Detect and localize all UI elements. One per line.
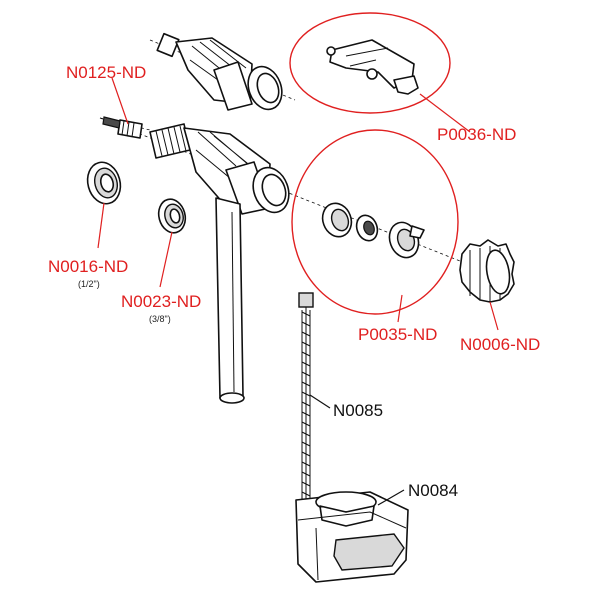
n0006-leader [489,301,499,331]
part-p0035-internals [321,202,425,259]
part-n0023-gasket [157,198,187,234]
n0085-leader [309,394,331,409]
label-p0035: P0035-ND [358,325,437,344]
part-n0006-nut [459,239,515,303]
part-p0036-lever [326,39,419,95]
label-n0023-size: (3/8") [149,314,171,324]
label-n0084: N0084 [408,481,458,500]
p0035-leader [397,294,403,323]
part-n0084-float [295,491,409,583]
label-n0085: N0085 [333,401,383,420]
p0036-group-circle [289,12,451,114]
n0084-leader [377,489,405,506]
label-n0016-size: (1/2") [78,279,100,289]
label-p0036: P0036-ND [437,125,516,144]
n0016-leader [97,202,105,249]
main-valve-body [99,117,471,404]
n0023-leader [159,231,173,288]
upper-valve-body [149,32,296,111]
label-n0016: N0016-ND [48,257,128,276]
label-n0125: N0125-ND [66,63,146,82]
part-n0085-rod [298,292,314,505]
label-n0006: N0006-ND [460,335,540,354]
label-n0023: N0023-ND [121,292,201,311]
p0035-group-circle [291,129,459,315]
n0125-leader [111,77,129,125]
part-n0016-gasket [86,161,122,205]
part-n0125-adapter [99,116,151,139]
p0036-leader [419,93,471,133]
